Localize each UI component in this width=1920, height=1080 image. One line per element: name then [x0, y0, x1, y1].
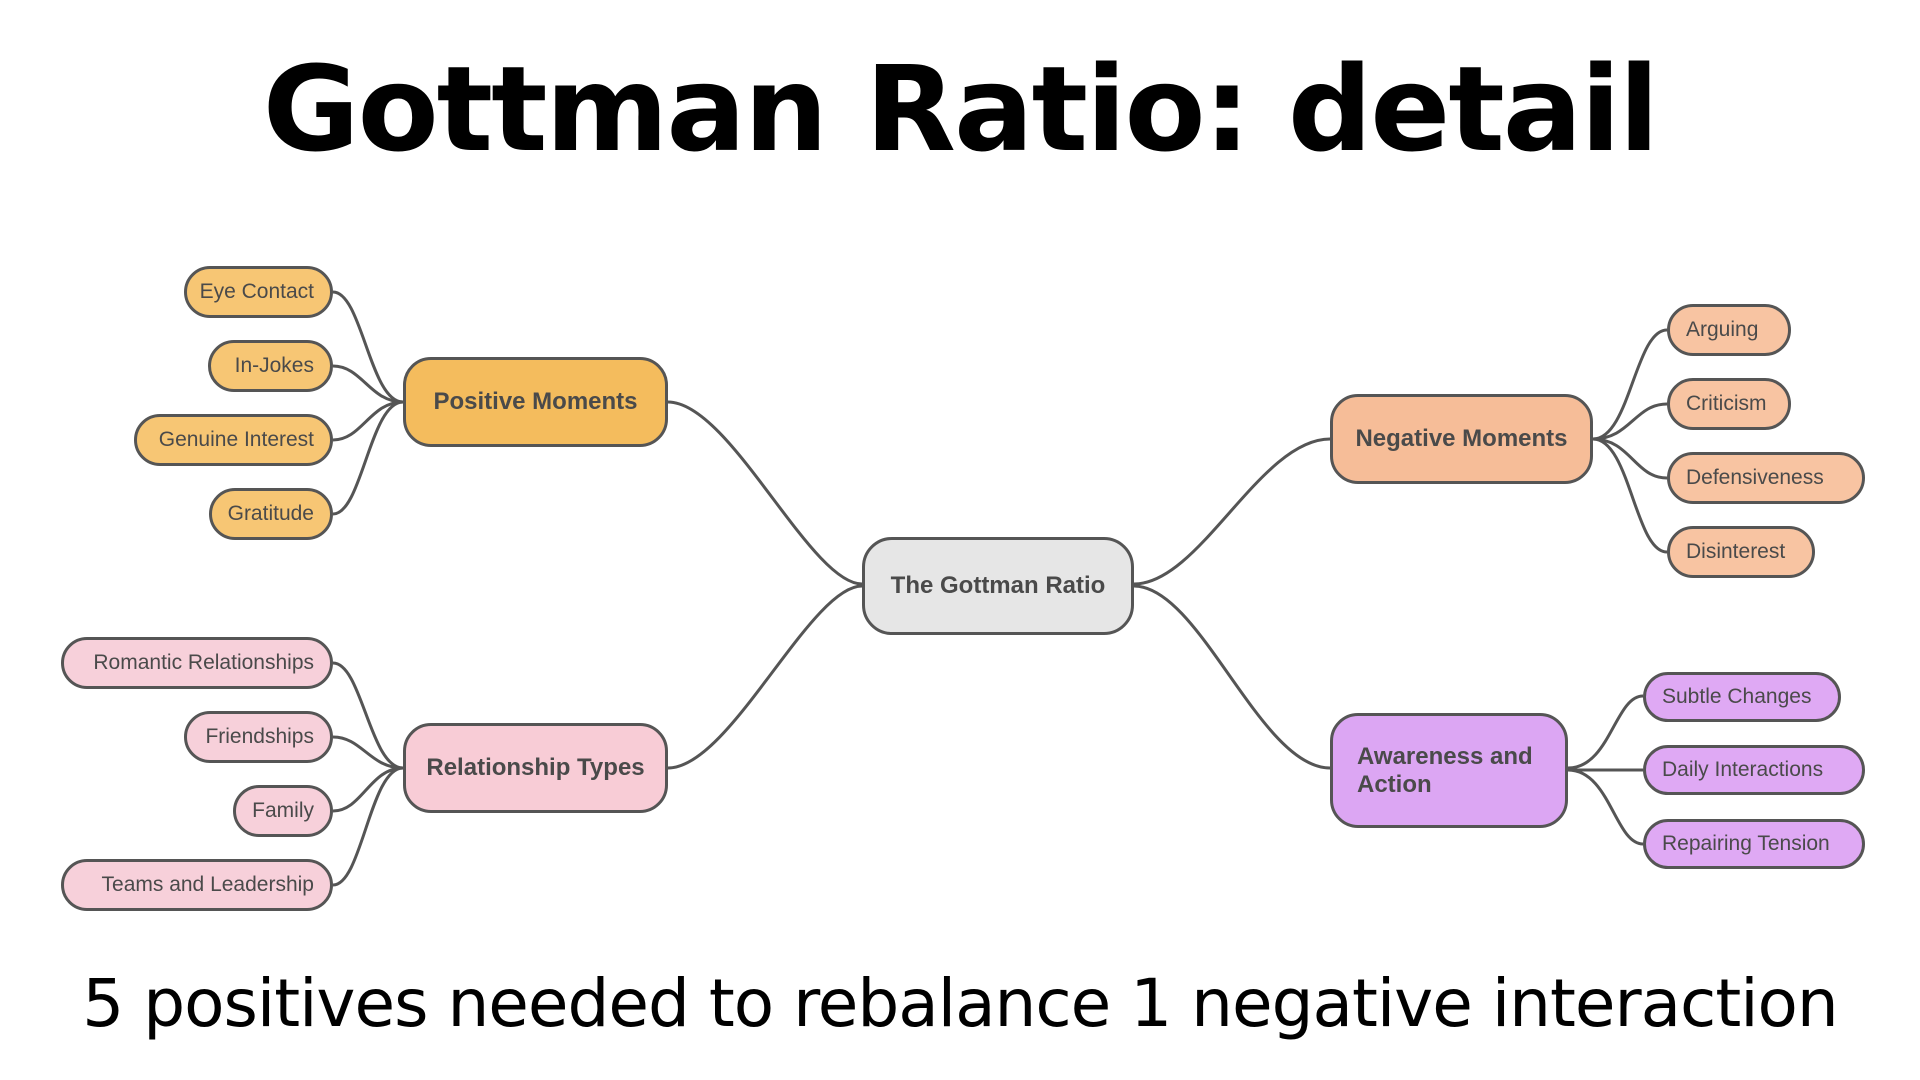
link-positive-eye: [332, 290, 404, 404]
leaf-label: Friendships: [205, 725, 314, 748]
link-neg-disinterest: [1592, 437, 1668, 554]
leaf-teams-and-leadership[interactable]: Teams and Leadership: [61, 859, 333, 911]
link-positive-injokes: [332, 364, 404, 404]
leaf-label: Genuine Interest: [158, 428, 314, 451]
awareness-action-label: Awareness and Action: [1357, 742, 1533, 798]
leaf-gratitude[interactable]: Gratitude: [209, 488, 333, 540]
negative-moments-node[interactable]: Negative Moments: [1330, 394, 1593, 484]
relationship-types-node[interactable]: Relationship Types: [403, 723, 668, 813]
leaf-eye-contact[interactable]: Eye Contact: [184, 266, 333, 318]
leaf-in-jokes[interactable]: In-Jokes: [208, 340, 333, 392]
link-center-positive: [667, 400, 863, 586]
link-aw-repair: [1567, 768, 1644, 846]
link-neg-defensive: [1592, 437, 1668, 480]
leaf-label: Gratitude: [227, 502, 314, 525]
link-positive-interest: [332, 400, 404, 442]
leaf-disinterest[interactable]: Disinterest: [1667, 526, 1815, 578]
leaf-label: Repairing Tension: [1662, 832, 1830, 855]
slide-caption: 5 positives needed to rebalance 1 negati…: [82, 965, 1839, 1042]
slide-title: Gottman Ratio: detail: [262, 40, 1660, 178]
link-rel-friend: [332, 735, 404, 770]
link-neg-arguing: [1592, 328, 1668, 441]
leaf-genuine-interest[interactable]: Genuine Interest: [134, 414, 333, 466]
leaf-label: Romantic Relationships: [93, 651, 314, 674]
leaf-daily-interactions[interactable]: Daily Interactions: [1643, 745, 1865, 795]
central-node-label: The Gottman Ratio: [890, 572, 1106, 599]
leaf-label: Subtle Changes: [1662, 685, 1812, 708]
link-center-negative: [1133, 437, 1331, 586]
negative-moments-label: Negative Moments: [1355, 425, 1568, 452]
leaf-label: Criticism: [1686, 392, 1767, 415]
leaf-family[interactable]: Family: [233, 785, 333, 837]
leaf-label: Teams and Leadership: [101, 873, 314, 896]
leaf-romantic-relationships[interactable]: Romantic Relationships: [61, 637, 333, 689]
leaf-criticism[interactable]: Criticism: [1667, 378, 1791, 430]
leaf-label: Family: [252, 799, 314, 822]
link-aw-subtle: [1567, 694, 1644, 770]
leaf-label: Eye Contact: [199, 280, 314, 303]
link-neg-criticism: [1592, 402, 1668, 441]
leaf-label: Disinterest: [1686, 540, 1786, 563]
leaf-label: Defensiveness: [1686, 466, 1824, 489]
link-center-awareness: [1133, 584, 1331, 770]
leaf-label: In-Jokes: [234, 354, 314, 377]
leaf-friendships[interactable]: Friendships: [184, 711, 333, 763]
link-rel-romantic: [332, 661, 404, 770]
link-positive-gratitude: [332, 400, 404, 516]
positive-moments-label: Positive Moments: [433, 388, 638, 415]
leaf-repairing-tension[interactable]: Repairing Tension: [1643, 819, 1865, 869]
relationship-types-label: Relationship Types: [426, 754, 645, 781]
leaf-defensiveness[interactable]: Defensiveness: [1667, 452, 1865, 504]
leaf-subtle-changes[interactable]: Subtle Changes: [1643, 672, 1841, 722]
positive-moments-node[interactable]: Positive Moments: [403, 357, 668, 447]
link-rel-teams: [332, 766, 404, 887]
leaf-label: Arguing: [1686, 318, 1759, 341]
central-node[interactable]: The Gottman Ratio: [862, 537, 1134, 635]
link-rel-family: [332, 766, 404, 813]
awareness-action-node[interactable]: Awareness and Action: [1330, 713, 1568, 828]
leaf-label: Daily Interactions: [1662, 758, 1824, 781]
leaf-arguing[interactable]: Arguing: [1667, 304, 1791, 356]
link-center-relationship: [667, 584, 863, 770]
